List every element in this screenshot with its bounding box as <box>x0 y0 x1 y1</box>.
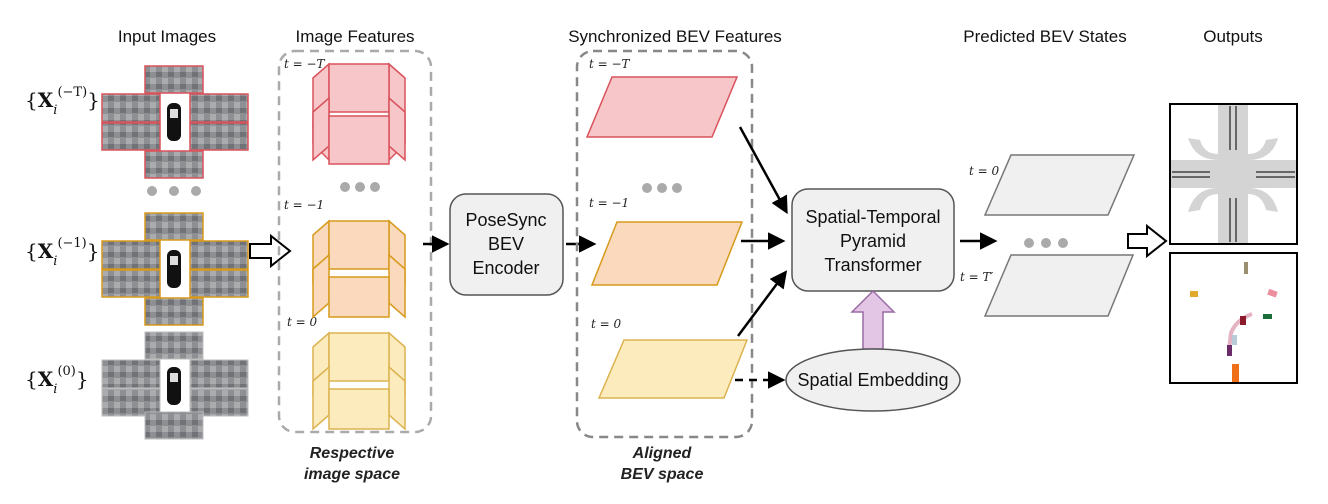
input-label-t-neg-1: {Xi(−1)} <box>25 236 99 269</box>
synchronized-bev-panel <box>575 49 754 439</box>
respective-image-space-line2: image space <box>304 466 400 483</box>
header-input-images: Input Images <box>118 27 216 46</box>
time-label-img-neg-T: t = −T <box>284 57 326 71</box>
time-label-img-neg-1: t = −1 <box>284 198 324 212</box>
stpt-line2: Pyramid <box>840 231 906 251</box>
stpt-line3: Transformer <box>824 255 921 275</box>
header-outputs: Outputs <box>1203 27 1263 46</box>
predicted-bev-plane-t-0 <box>983 154 1136 216</box>
bev-plane-t-neg-1 <box>590 221 744 286</box>
embedding-up-arrow <box>850 289 896 350</box>
posesync-line3: Encoder <box>472 258 539 278</box>
camera-group-t-neg-T <box>101 65 249 179</box>
image-features-panel <box>277 49 433 434</box>
camera-group-t-0 <box>101 331 249 440</box>
hollow-arrow-outputs <box>1127 223 1168 259</box>
aligned-bev-space-line1: Aligned <box>632 445 693 462</box>
bev-plane-t-0 <box>597 339 749 399</box>
ellipsis-dots-features <box>340 182 380 192</box>
time-label-bev-neg-T: t = −T <box>589 57 631 71</box>
output-agents-panel <box>1169 252 1298 384</box>
spatial-embedding-label: Spatial Embedding <box>797 370 948 390</box>
posesync-line2: BEV <box>488 234 524 254</box>
image-feature-ring-t-0 <box>312 331 406 431</box>
respective-image-space-line1: Respective <box>310 445 395 462</box>
time-label-bev-neg-1: t = −1 <box>589 196 629 210</box>
image-feature-ring-t-neg-T <box>312 62 406 165</box>
output-map-panel <box>1169 103 1298 245</box>
header-predicted-bev: Predicted BEV States <box>963 27 1126 46</box>
image-feature-ring-t-neg-1 <box>312 219 406 319</box>
posesync-line1: PoseSync <box>465 210 546 230</box>
ellipsis-dots-predicted <box>1024 238 1068 248</box>
arrow-bev-t-0-to-transformer <box>736 270 788 337</box>
aligned-bev-space-line2: BEV space <box>621 466 704 483</box>
spatial-embedding-ellipse <box>785 348 961 412</box>
ellipsis-dots-inputs <box>147 186 201 196</box>
header-synchronized-bev: Synchronized BEV Features <box>568 27 782 46</box>
stpt-line1: Spatial-Temporal <box>805 207 940 227</box>
time-label-bev-0: t = 0 <box>591 317 622 331</box>
time-label-pred-0: t = 0 <box>969 164 1000 178</box>
predicted-bev-plane-t-T-prime <box>983 254 1135 317</box>
header-image-features: Image Features <box>295 27 414 46</box>
ellipsis-dots-bev <box>642 183 682 193</box>
bev-plane-t-neg-T <box>585 76 739 138</box>
posesync-bev-encoder-box <box>449 193 564 296</box>
input-label-t-neg-T: {Xi(−T)} <box>25 85 100 118</box>
camera-group-t-neg-1 <box>101 212 249 326</box>
hollow-arrow-inputs <box>249 233 292 269</box>
arrow-bev-t-neg-T-to-transformer <box>738 126 788 215</box>
input-label-t-0: {Xi(0)} <box>25 364 89 397</box>
time-label-pred-T-prime: t = T′ <box>960 270 994 284</box>
time-label-img-0: t = 0 <box>287 315 318 329</box>
